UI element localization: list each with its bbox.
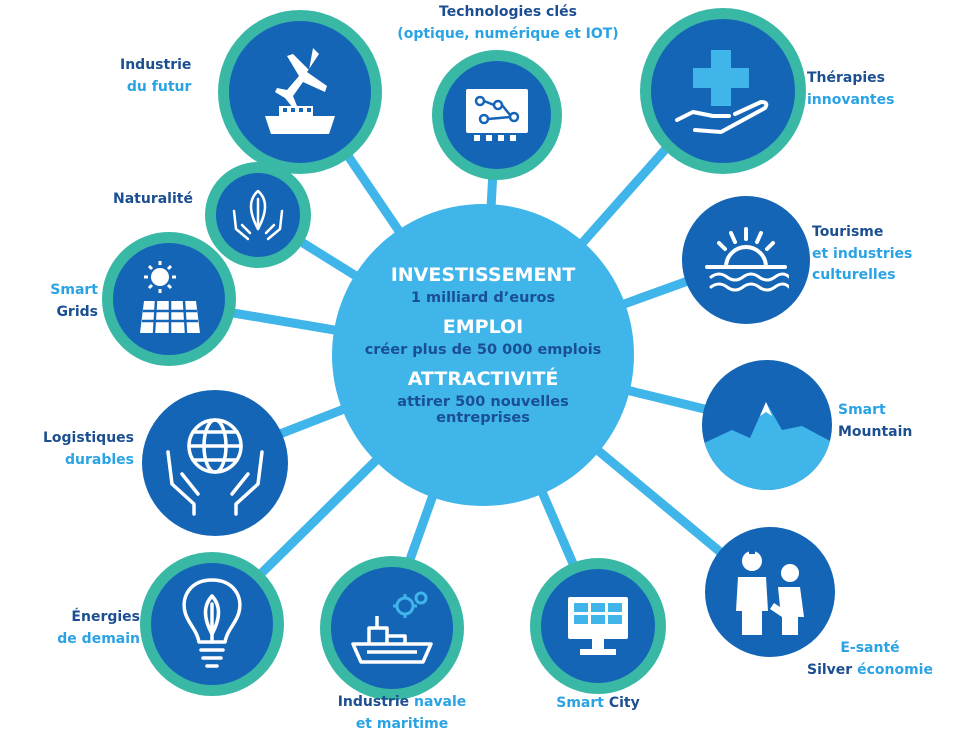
label-smart-grids: Smart Grids [38,280,98,323]
node-therapies [640,8,806,174]
mountain-icon [702,402,832,490]
node-industrie-navale [320,556,464,700]
center-sub-attractivite-2: entreprises [436,410,530,426]
node-esante [705,527,835,657]
label-esante: E-santé Silver économie [795,638,945,681]
label-naturalite-line1: Naturalité [113,191,193,207]
label-tourisme-line3: culturelles [812,267,896,284]
node-smart-mountain [702,360,832,490]
node-technologies [432,50,562,180]
bulb-leaf-icon [182,578,242,668]
center-sub-emploi: créer plus de 50 000 emplois [364,342,602,358]
hands-leaf-icon [232,189,284,241]
label-smart-city-city: City [608,695,640,711]
node-smart-city [530,558,666,694]
label-smart-mountain: Smart Mountain [838,400,912,443]
label-esante-economie: économie [857,661,933,678]
label-therapies-line2: innovantes [807,91,895,108]
label-tourisme-line2: et industries [812,245,913,262]
hand-cross-icon [675,50,769,134]
label-energies-line2: de demain [57,630,140,647]
hands-globe-icon [166,418,264,516]
label-smart-city-smart: Smart [556,695,604,711]
label-industrie-navale-navale: navale [413,694,467,710]
label-logistiques-line2: durables [65,451,134,468]
label-energies-line1: Énergies [71,609,140,625]
label-tourisme-line1: Tourisme [812,224,884,240]
monitor-icon [568,597,628,655]
node-industrie-futur [218,10,382,174]
label-technologies-line1: Technologies clés [439,4,577,20]
node-naturalite [205,162,311,268]
label-smart-grids-line2: Grids [56,303,98,320]
label-logistiques: Logistiques durables [24,428,134,471]
label-technologies-line2: (optique, numérique et IOT) [397,25,619,42]
node-smart-grids [102,232,236,366]
plane-ship-icon [265,48,335,134]
center-sub-attractivite-1: attirer 500 nouvelles [397,394,569,410]
label-therapies: Thérapies innovantes [807,68,894,111]
ship-gears-icon [351,591,433,664]
label-esante-silver: Silver [807,661,853,678]
label-industrie-futur-line1: Industrie [120,57,192,73]
sunset-waves-icon [705,227,789,292]
label-industrie-futur: Industrie du futur [120,55,191,98]
label-technologies: Technologies clés (optique, numérique et… [380,2,636,45]
label-tourisme: Tourisme et industries culturelles [812,222,912,287]
label-naturalite: Naturalité [113,189,193,211]
label-industrie-navale-line2: et maritime [355,715,449,732]
label-industrie-navale: Industrie navale et maritime [312,692,492,735]
center-heading-investissement: INVESTISSEMENT [390,264,576,286]
label-logistiques-line1: Logistiques [43,430,134,446]
label-smart-mountain-line1: Smart [838,402,886,418]
node-logistiques [142,390,288,536]
center-heading-attractivite: ATTRACTIVITÉ [407,368,559,390]
label-smart-city: Smart City [520,693,676,715]
label-energies: Énergies de demain [40,607,140,650]
label-esante-line1: E-santé [840,640,900,656]
center-circle: INVESTISSEMENT 1 milliard d’euros EMPLOI… [332,204,634,506]
doctor-elder-icon [736,551,804,635]
label-smart-grids-line1: Smart [50,282,98,298]
label-therapies-line1: Thérapies [807,70,886,86]
label-industrie-navale-industrie: Industrie [337,694,410,710]
node-tourisme [682,196,810,324]
label-industrie-futur-line2: du futur [126,78,192,95]
node-energies [140,552,284,696]
solar-panel-icon [140,261,200,334]
circuit-board-icon [466,89,528,141]
label-smart-mountain-line2: Mountain [838,423,913,440]
center-heading-emploi: EMPLOI [442,316,524,338]
center-sub-investissement: 1 milliard d’euros [410,290,556,306]
